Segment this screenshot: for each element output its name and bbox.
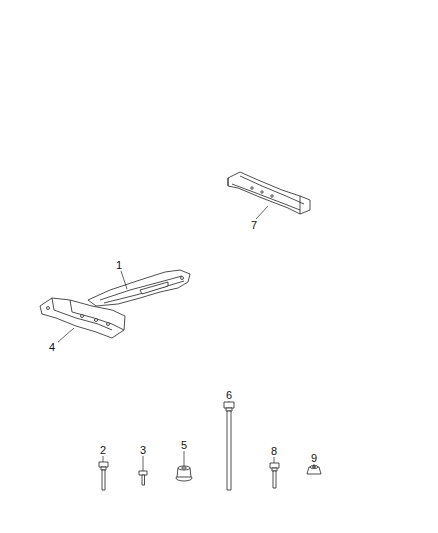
callout-number: 1 (115, 260, 123, 271)
nut (307, 466, 321, 475)
long-bolt (224, 402, 234, 490)
callout-number: 6 (225, 390, 233, 401)
rail-bracket (88, 270, 190, 306)
callout-number: 5 (180, 440, 188, 451)
crossmember (228, 172, 310, 214)
small-bolt (139, 471, 147, 485)
bolt (99, 462, 108, 490)
callout-number: 3 (139, 445, 147, 456)
flange-nut (176, 466, 192, 481)
bolt (270, 463, 279, 488)
callout-number: 2 (99, 445, 107, 456)
callout-number: 7 (250, 220, 258, 231)
skid-plate (40, 298, 125, 338)
callout-number: 9 (310, 453, 318, 464)
leader-lines (58, 206, 314, 471)
callout-number: 4 (48, 342, 56, 353)
callout-number: 8 (270, 446, 278, 457)
